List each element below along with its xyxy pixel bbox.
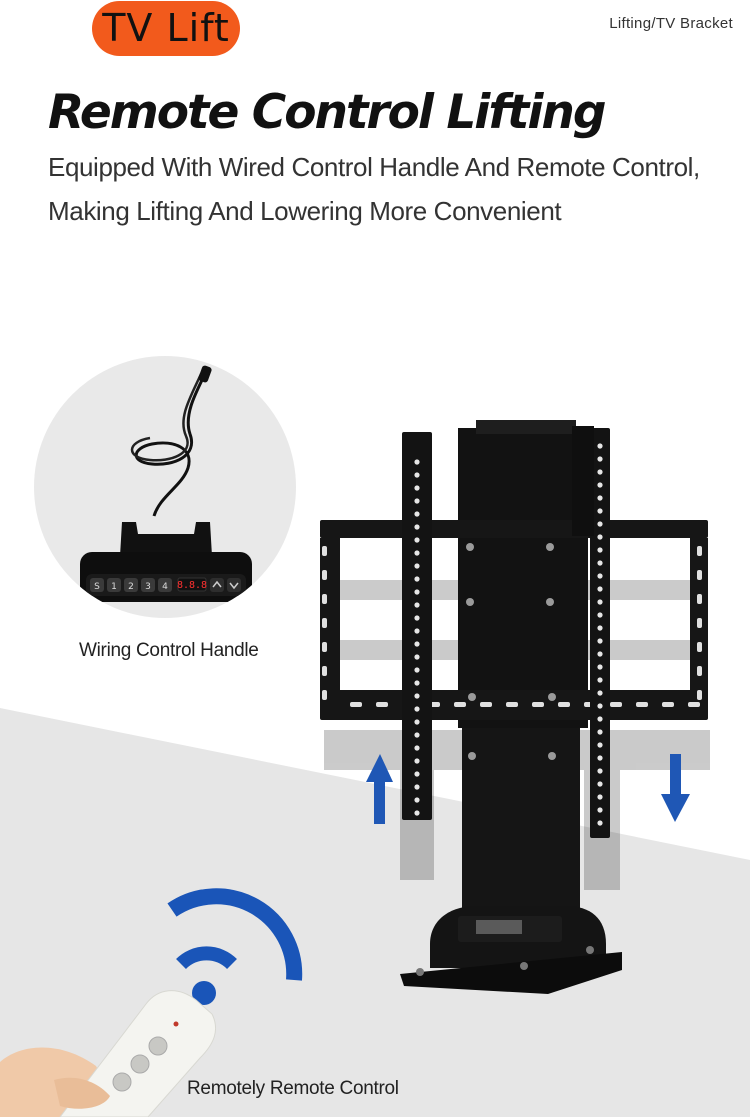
handle-button-label: 2 (128, 582, 134, 592)
page-title: Remote Control Lifting (48, 85, 607, 140)
down-arrow-icon (661, 754, 690, 822)
handle-button-label: 3 (145, 582, 151, 592)
wireless-signal-icon (167, 888, 303, 1005)
handle-button-label: S (94, 582, 100, 592)
category-label: Lifting/TV Bracket (609, 15, 733, 32)
up-icon (212, 580, 222, 588)
handle-button-2 (124, 578, 138, 592)
handle-button-label: 4 (162, 582, 168, 592)
subtitle-line-1: Equipped With Wired Control Handle And R… (48, 152, 700, 182)
down-icon (229, 582, 239, 590)
remote-control-image (0, 990, 216, 1117)
handle-button-4 (158, 578, 172, 592)
handle-buttons: S 1 2 3 4 (90, 578, 172, 592)
handle-button-3 (141, 578, 155, 592)
control-handle-circle: S 1 2 3 4 8.8.8 (34, 356, 296, 618)
subtitle-line-2: Making Lifting And Lowering More Conveni… (48, 196, 562, 226)
handle-button-label: 1 (111, 582, 117, 592)
up-arrow-icon (366, 754, 393, 824)
product-badge: TV Lift (92, 1, 240, 56)
handle-button-S (90, 578, 104, 592)
control-handle-caption: Wiring Control Handle (79, 640, 259, 661)
handle-button-1 (107, 578, 121, 592)
remote-control-caption: Remotely Remote Control (187, 1078, 399, 1099)
handle-display: 8.8.8 (177, 580, 207, 591)
control-handle-image: S 1 2 3 4 8.8.8 (80, 365, 252, 602)
